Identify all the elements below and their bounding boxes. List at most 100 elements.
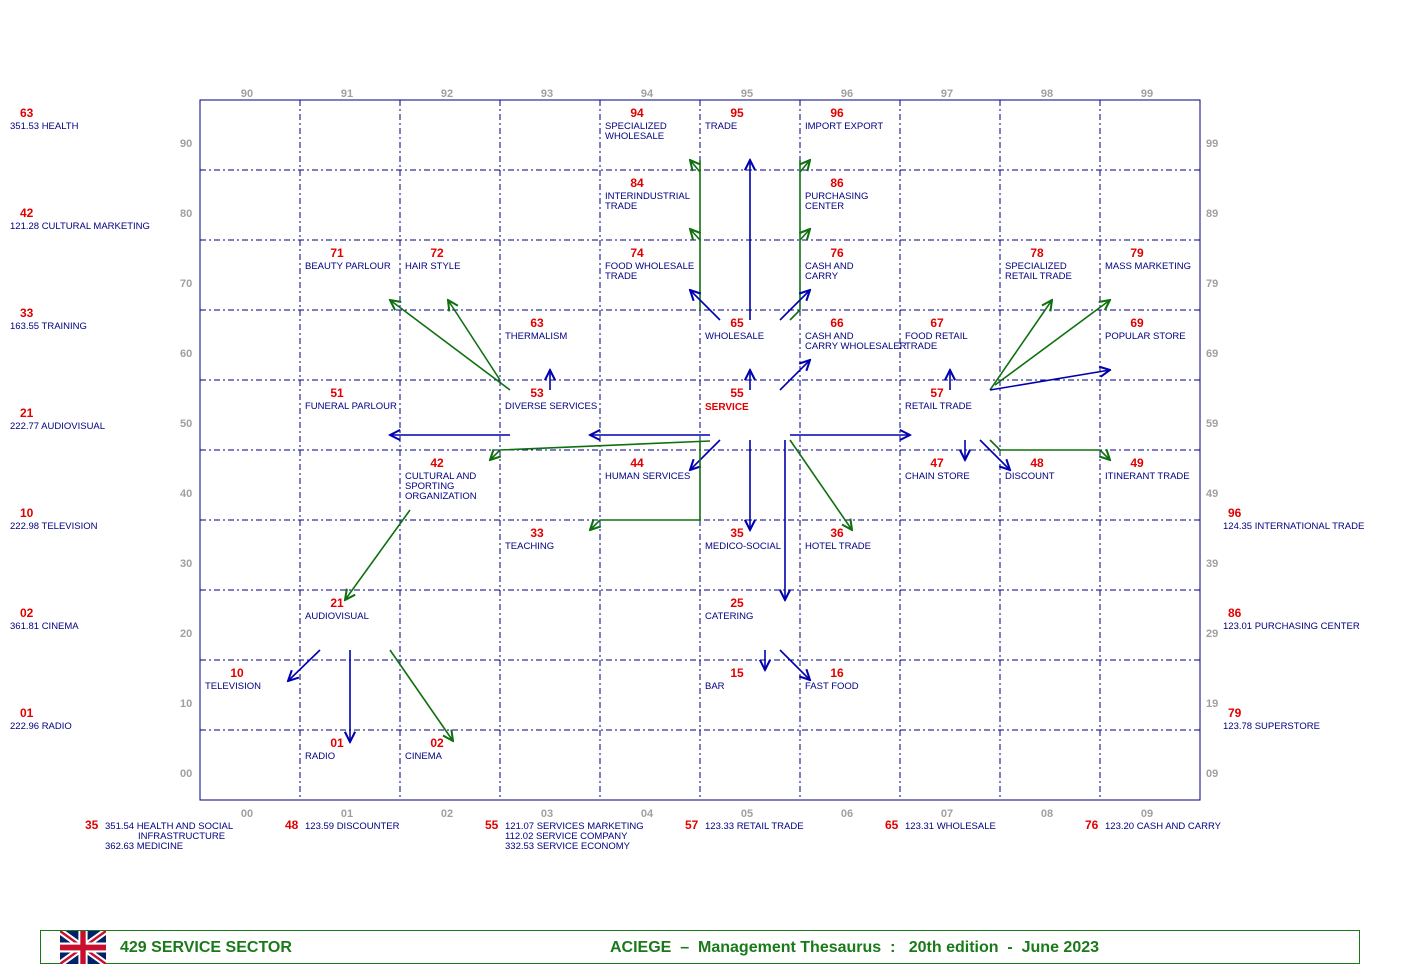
- cell-label: FOOD WHOLESALE: [605, 261, 694, 272]
- cell-74[interactable]: 74 FOOD WHOLESALE TRADE: [605, 246, 694, 282]
- cell-53[interactable]: 53 DIVERSE SERVICES: [505, 386, 597, 412]
- cell-label: RADIO: [305, 751, 335, 762]
- cell-label: ORGANIZATION: [405, 491, 477, 502]
- cell-96[interactable]: 96 IMPORT EXPORT: [805, 106, 883, 132]
- cell-number: 44: [630, 456, 644, 470]
- ref-text: 123.20 CASH AND CARRY: [1105, 821, 1222, 832]
- top-tick: 99: [1141, 88, 1153, 100]
- arrow-55-to-44: [690, 439, 721, 470]
- cell-65[interactable]: 65 WHOLESALE: [705, 316, 764, 342]
- ref-number: 57: [685, 818, 699, 832]
- cell-label: TRADE: [705, 121, 737, 132]
- ref-text: 163.55 TRAINING: [10, 321, 87, 332]
- bottom-tick: 09: [1141, 808, 1153, 820]
- cell-label: AUDIOVISUAL: [305, 611, 369, 622]
- bottom-ref[interactable]: 48 123.59 DISCOUNTER: [285, 818, 400, 832]
- cell-label: DISCOUNT: [1005, 471, 1055, 482]
- footer-bar: 429 SERVICE SECTOR ACIEGE – Management T…: [40, 930, 1360, 964]
- ref-number: 48: [285, 818, 299, 832]
- left-ref[interactable]: 01 222.96 RADIO: [10, 706, 72, 732]
- cell-47[interactable]: 47 CHAIN STORE: [905, 456, 970, 482]
- cell-label: RETAIL TRADE: [1005, 271, 1072, 282]
- cell-number: 55: [730, 386, 744, 400]
- bottom-ref[interactable]: 35 351.54 HEALTH AND SOCIAL INFRASTRUCTU…: [85, 818, 233, 852]
- cell-33[interactable]: 33 TEACHING: [505, 526, 554, 552]
- cell-label: POPULAR STORE: [1105, 331, 1186, 342]
- cell-48[interactable]: 48 DISCOUNT: [1005, 456, 1055, 482]
- left-ref[interactable]: 33 163.55 TRAINING: [10, 306, 87, 332]
- left-tick: 50: [180, 418, 192, 430]
- left-ref[interactable]: 10 222.98 TELEVISION: [10, 506, 98, 532]
- bottom-tick: 04: [641, 808, 654, 820]
- right-ref[interactable]: 79 123.78 SUPERSTORE: [1223, 706, 1320, 732]
- cell-21[interactable]: 21 AUDIOVISUAL: [305, 596, 369, 622]
- bottom-ref[interactable]: 55 121.07 SERVICES MARKETING 112.02 SERV…: [485, 818, 644, 852]
- ref-text: INFRASTRUCTURE: [138, 831, 225, 842]
- arrow-to-96: [800, 160, 810, 173]
- bottom-tick: 05: [741, 808, 753, 820]
- cell-72[interactable]: 72 HAIR STYLE: [405, 246, 460, 272]
- bottom-ref[interactable]: 65 123.31 WHOLESALE: [885, 818, 996, 832]
- cell-57[interactable]: 57 RETAIL TRADE: [905, 386, 972, 412]
- left-tick: 30: [180, 558, 192, 570]
- cell-label: HOTEL TRADE: [805, 541, 871, 552]
- left-ref[interactable]: 42 121.28 CULTURAL MARKETING: [10, 206, 150, 232]
- left-ref[interactable]: 21 222.77 AUDIOVISUAL: [10, 406, 105, 432]
- bottom-ref[interactable]: 76 123.20 CASH AND CARRY: [1085, 818, 1222, 832]
- bottom-ref[interactable]: 57 123.33 RETAIL TRADE: [685, 818, 804, 832]
- cell-number: 69: [1130, 316, 1144, 330]
- ref-number: 96: [1228, 506, 1242, 520]
- cell-42[interactable]: 42 CULTURAL AND SPORTING ORGANIZATION: [405, 456, 477, 502]
- right-tick: 29: [1206, 628, 1218, 640]
- arrow-to-94: [690, 160, 700, 173]
- cell-number: 10: [230, 666, 244, 680]
- cell-66[interactable]: 66 CASH AND CARRY WHOLESALER: [805, 316, 907, 352]
- cell-label: FUNERAL PARLOUR: [305, 401, 397, 412]
- cell-number: 71: [330, 246, 344, 260]
- cell-number: 72: [430, 246, 444, 260]
- cell-95[interactable]: 95 TRADE: [705, 106, 744, 132]
- left-ref[interactable]: 63 351.53 HEALTH: [10, 106, 79, 132]
- cell-49[interactable]: 49 ITINERANT TRADE: [1105, 456, 1190, 482]
- cell-number: 67: [930, 316, 944, 330]
- cell-36[interactable]: 36 HOTEL TRADE: [805, 526, 871, 552]
- cell-35[interactable]: 35 MEDICO-SOCIAL: [705, 526, 781, 552]
- cell-01[interactable]: 01 RADIO: [305, 736, 344, 762]
- uk-flag-icon: [60, 931, 106, 964]
- cell-16[interactable]: 16 FAST FOOD: [805, 666, 859, 692]
- ref-number: 33: [20, 306, 34, 320]
- cell-entries: 94 SPECIALIZED WHOLESALE 95 TRADE 96 IMP…: [205, 106, 1191, 762]
- ref-number: 35: [85, 818, 99, 832]
- cell-label: MEDICO-SOCIAL: [705, 541, 781, 552]
- cell-67[interactable]: 67 FOOD RETAIL TRADE: [905, 316, 968, 352]
- cell-02[interactable]: 02 CINEMA: [405, 736, 444, 762]
- cell-84[interactable]: 84 INTERINDUSTRIAL TRADE: [605, 176, 690, 212]
- left-ref[interactable]: 02 361.81 CINEMA: [10, 606, 79, 632]
- ref-text: 332.53 SERVICE ECONOMY: [505, 841, 631, 852]
- arrow-57-to-79: [994, 300, 1110, 386]
- connection-arrows: [288, 160, 1110, 742]
- cell-78[interactable]: 78 SPECIALIZED RETAIL TRADE: [1005, 246, 1072, 282]
- cell-79[interactable]: 79 MASS MARKETING: [1105, 246, 1191, 272]
- right-ref[interactable]: 86 123.01 PURCHASING CENTER: [1223, 606, 1360, 632]
- cell-15[interactable]: 15 BAR: [705, 666, 744, 692]
- cell-label: SPECIALIZED: [605, 121, 667, 132]
- cell-25[interactable]: 25 CATERING: [705, 596, 753, 622]
- right-ref[interactable]: 96 124.35 INTERNATIONAL TRADE: [1223, 506, 1364, 532]
- right-references: 96 124.35 INTERNATIONAL TRADE 86 123.01 …: [1223, 506, 1364, 732]
- cell-76[interactable]: 76 CASH AND CARRY: [805, 246, 854, 282]
- ref-number: 63: [20, 106, 34, 120]
- cell-63[interactable]: 63 THERMALISM: [505, 316, 567, 342]
- cell-55-service[interactable]: 55 SERVICE: [705, 386, 749, 413]
- cell-86[interactable]: 86 PURCHASING CENTER: [805, 176, 868, 212]
- cell-94[interactable]: 94 SPECIALIZED WHOLESALE: [605, 106, 667, 142]
- cell-10[interactable]: 10 TELEVISION: [205, 666, 261, 692]
- ref-text: 124.35 INTERNATIONAL TRADE: [1223, 521, 1364, 532]
- cell-51[interactable]: 51 FUNERAL PARLOUR: [305, 386, 397, 412]
- cell-label: WHOLESALE: [705, 331, 764, 342]
- cell-71[interactable]: 71 BEAUTY PARLOUR: [305, 246, 391, 272]
- cell-number: 15: [730, 666, 744, 680]
- cell-69[interactable]: 69 POPULAR STORE: [1105, 316, 1186, 342]
- cell-44[interactable]: 44 HUMAN SERVICES: [605, 456, 690, 482]
- left-tick: 40: [180, 488, 192, 500]
